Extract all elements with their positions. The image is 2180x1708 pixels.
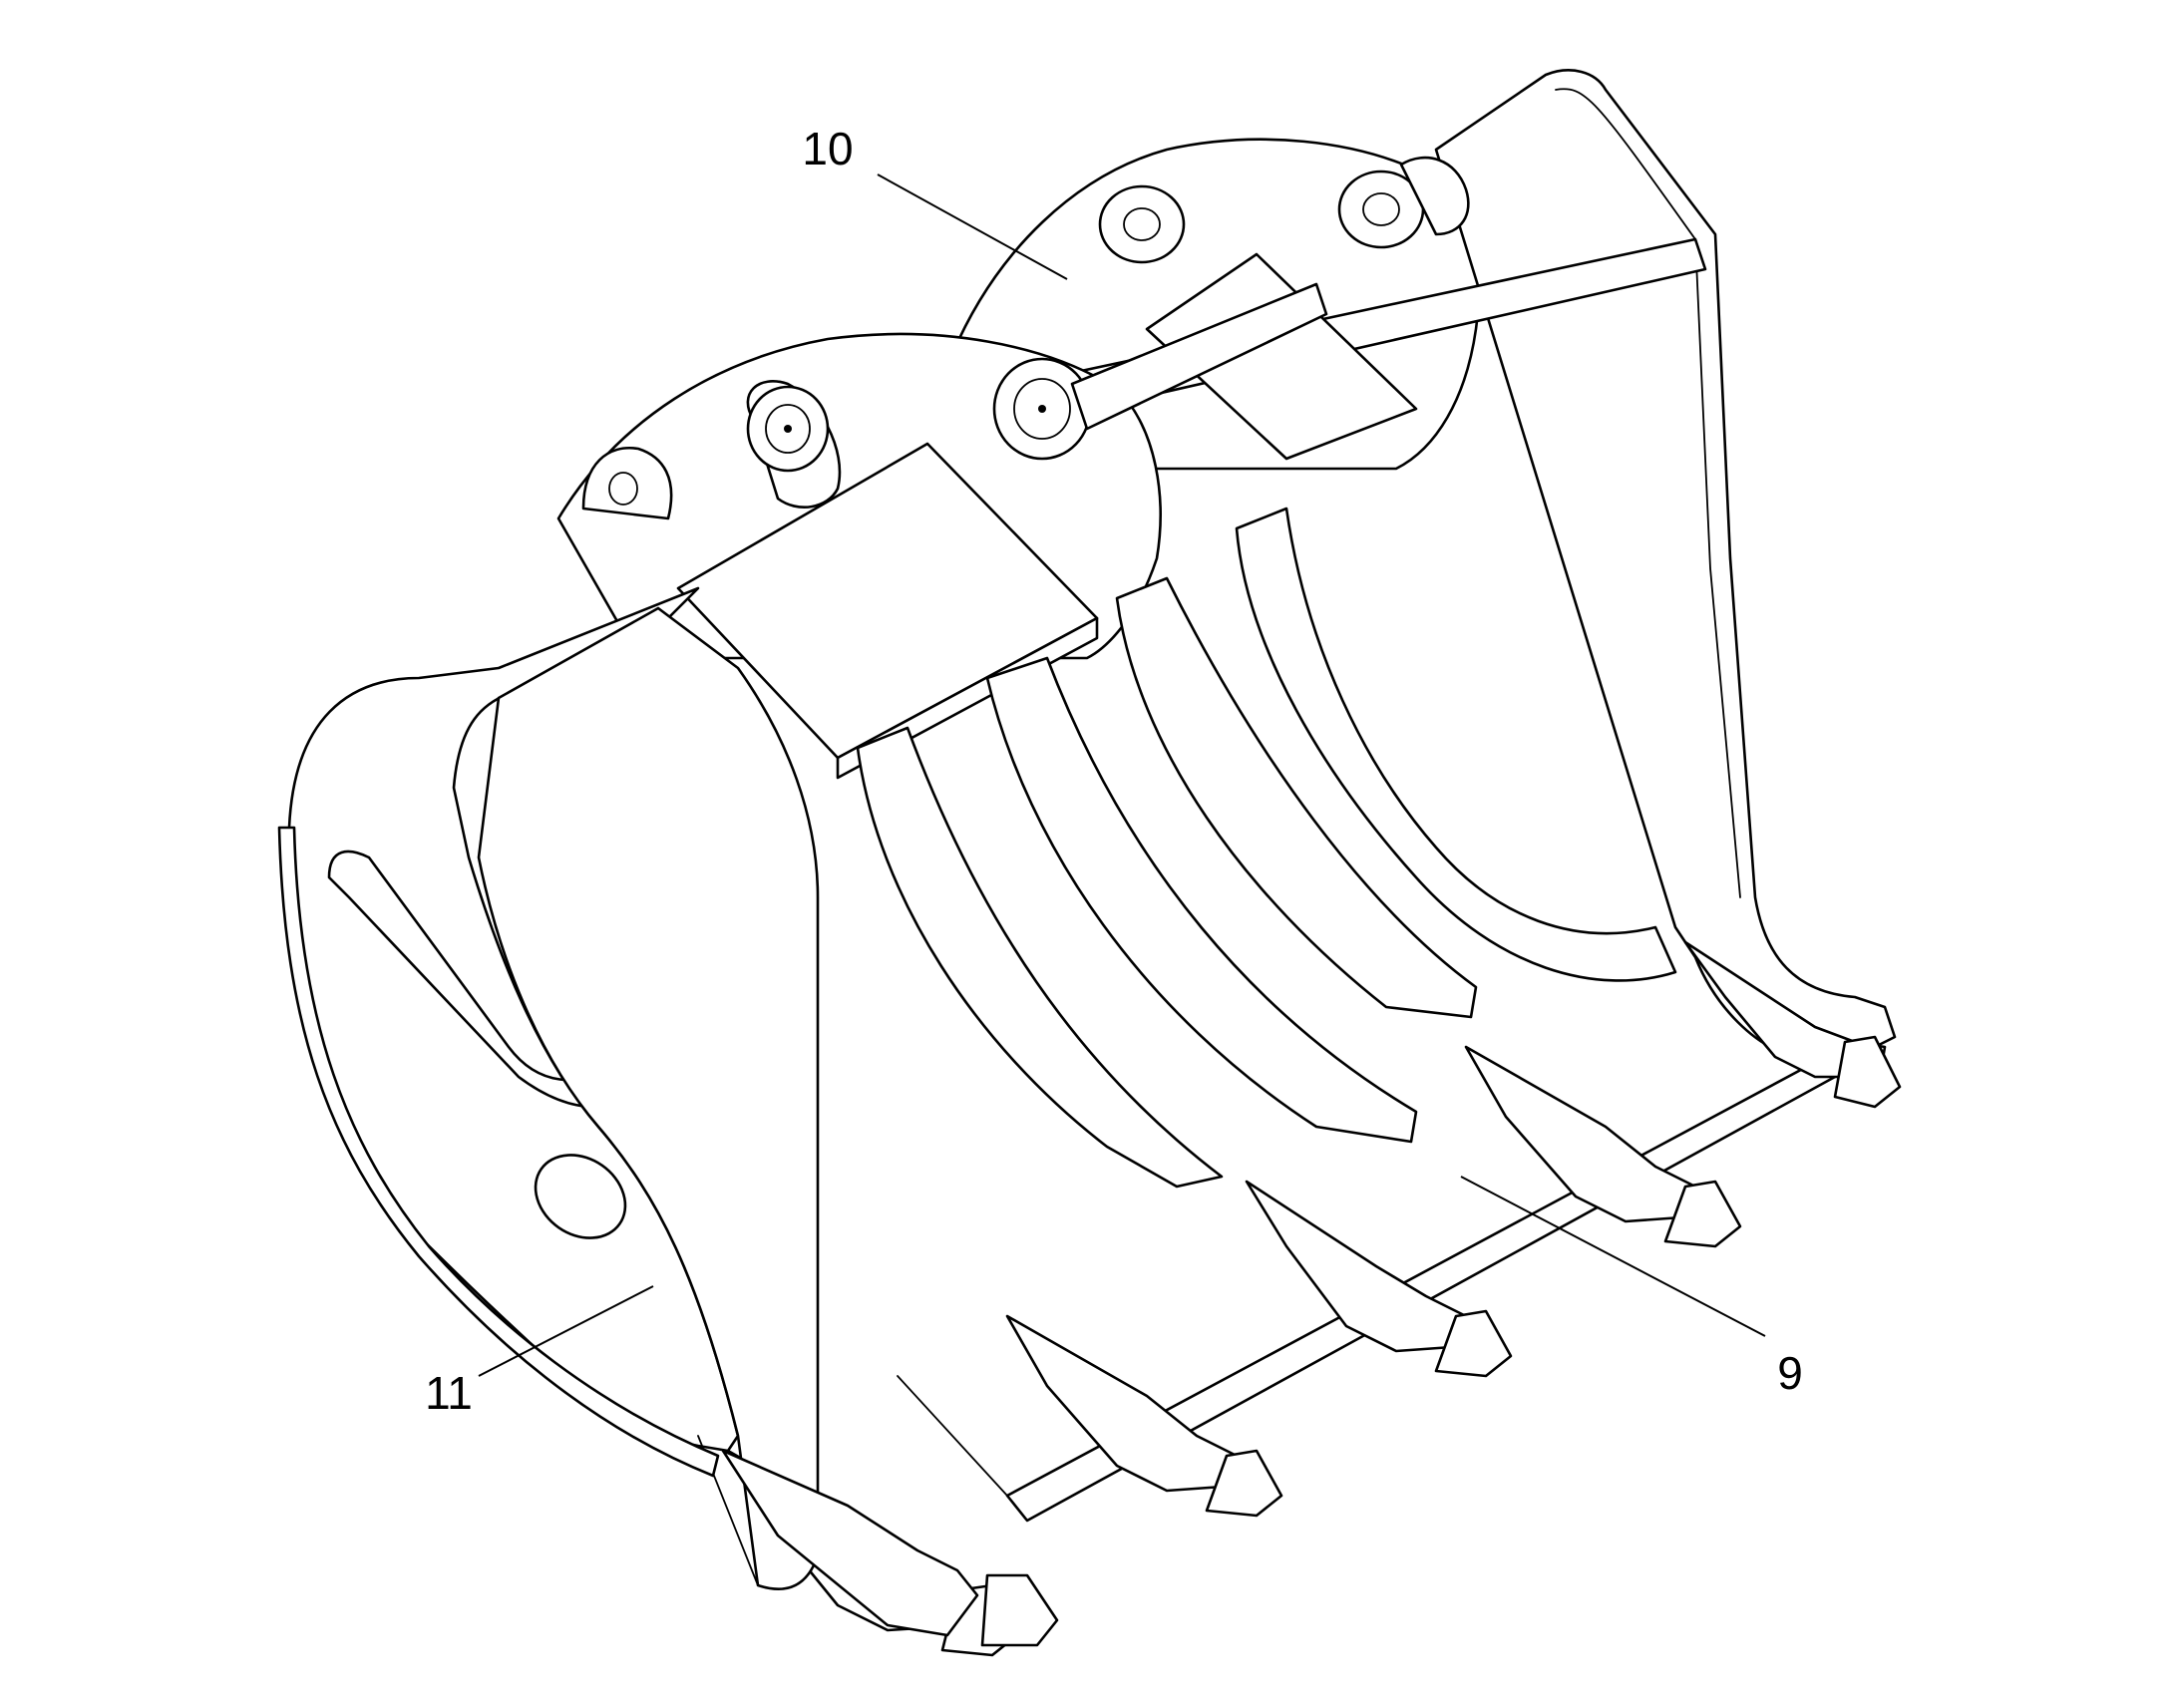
tooth-2 [1464, 1045, 1742, 1248]
side-plate-hole [534, 1154, 627, 1239]
leader-line-10 [877, 173, 1068, 280]
left-side-frame [277, 586, 820, 1590]
callout-10: 10 [802, 123, 853, 174]
pin-boss-left [1098, 184, 1186, 264]
right-side-frame [1434, 69, 1897, 1059]
tooth-3 [1245, 1180, 1513, 1378]
callout-11: 11 [425, 1367, 473, 1419]
tooth-4 [1005, 1314, 1283, 1518]
tooth-1 [1683, 940, 1902, 1109]
leader-line-11 [478, 1285, 654, 1377]
connecting-pin [1070, 282, 1328, 431]
callout-9: 9 [1777, 1347, 1803, 1399]
lifting-eye [581, 446, 673, 520]
front-left-tooth [721, 1449, 1059, 1647]
leader-line-9 [1460, 1176, 1766, 1337]
tine-ribs [856, 507, 1677, 1189]
